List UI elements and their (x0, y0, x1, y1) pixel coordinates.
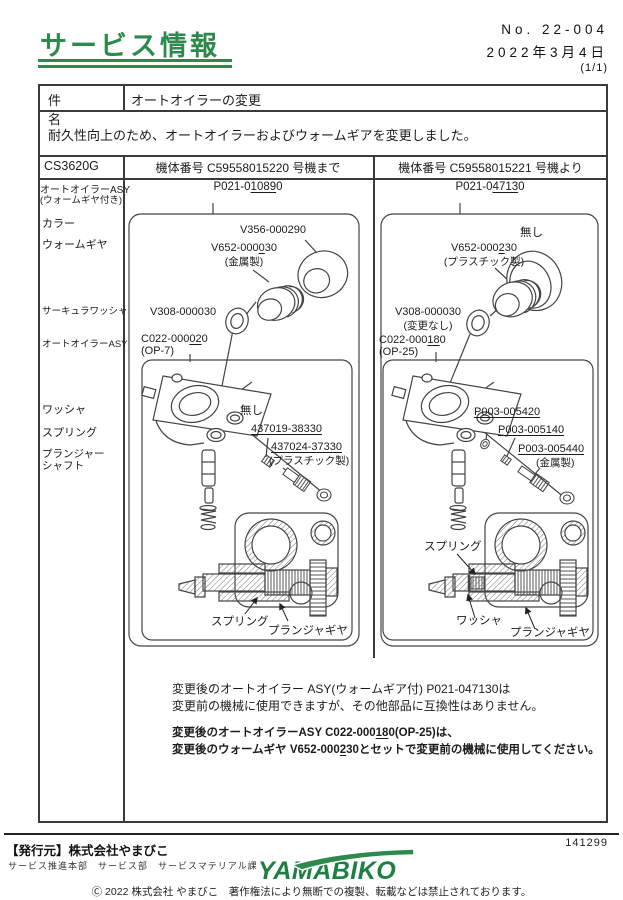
part-washer-none-before: 無し (240, 405, 263, 417)
part-note-plunger-before: (プラスチック製) (269, 455, 350, 467)
row-label-autooiler-asy-worm-sub: (ウォームギヤ付き) (40, 195, 123, 206)
part-no-oiler-after: C022-000180 (379, 334, 446, 346)
part-note-washer-after: (変更なし) (403, 320, 453, 332)
row-label-spring: スプリング (42, 427, 97, 439)
publisher-department: サービス推進本部 サービス部 サービスマテリアル課 (8, 861, 258, 871)
part-no-oiler-before: C022-000020 (141, 333, 208, 345)
table-vline-columns (373, 155, 375, 658)
yamabiko-logo-swoosh (289, 848, 415, 871)
column-header-after: 機体番号 C59558015221 号機より (398, 161, 583, 175)
part-note-oiler-after: (OP-25) (379, 346, 419, 358)
cs-label-spring-after: スプリング (424, 541, 482, 553)
part-no-washer-new-after: P003-005420 (474, 406, 541, 418)
before-panel-diagram (128, 203, 360, 647)
publisher: 【発行元】株式会社やまびこ (6, 844, 169, 858)
doc-number: No. 22-004 (501, 22, 608, 37)
subject-label: 件 名 (48, 93, 101, 127)
oiler-body-drawing (141, 373, 272, 531)
page-title: サービス情報 (40, 31, 220, 61)
note-line-1: 変更後のオートオイラー ASY(ウォームギア付) P021-047130は (172, 682, 511, 696)
note-bold-2: 変更後のウォームギヤ V652-000230とセットで変更前の機械に使用してくだ… (172, 744, 600, 756)
part-no-plunger-before: 437024-37330 (271, 441, 342, 453)
model-name: CS3620G (44, 159, 99, 173)
note-bold-1: 変更後のオートオイラーASY C022-000180(OP-25)は、 (172, 727, 459, 739)
change-description: 耐久性向上のため、オートオイラーおよびウォームギアを変更しました。 (48, 128, 477, 143)
plunger-parts-drawing (480, 438, 575, 505)
doc-date: 2022年3月4日 (486, 45, 608, 60)
row-label-autooiler-asy-worm: オートオイラーASY (40, 185, 131, 196)
column-header-before: 機体番号 C59558015220 号機まで (155, 161, 341, 175)
table-line-model-bottom (38, 178, 608, 180)
cs-label-plunger-gear-before: プランジャギヤ (268, 625, 348, 637)
collar-worm-gear-drawing (256, 250, 349, 321)
row-label-autooiler-asy: オートオイラーASY (42, 339, 128, 350)
worm-gear-plastic-drawing (492, 250, 563, 318)
cs-label-washer-after: ワッシャ (456, 615, 502, 627)
cross-section-arrows (244, 596, 289, 622)
part-collar-none-after: 無し (520, 227, 543, 239)
part-no-washer-after: V308-000030 (394, 306, 462, 318)
part-no-asy-after: P021-047130 (455, 181, 525, 193)
part-no-worm-after: V652-000230 (450, 242, 518, 254)
row-label-plunger-2: シャフト (42, 460, 84, 472)
row-label-collar: カラー (42, 218, 75, 230)
yamabiko-logo: YAMABIKO (258, 848, 415, 885)
table-vline-labels (123, 155, 125, 823)
row-label-circular-washer: サーキュラワッシャ (42, 306, 128, 317)
document-code: 141299 (565, 837, 608, 849)
plunger-parts-drawing (260, 454, 332, 502)
row-label-worm-gear: ウォームギヤ (42, 239, 108, 251)
part-note-worm-before: (金属製) (224, 256, 264, 268)
part-no-spring-before: 437019-38330 (251, 423, 322, 435)
part-note-plunger-after: (金属製) (536, 457, 575, 469)
circlip-washer-drawing (221, 304, 253, 338)
part-no-worm-before: V652-000030 (210, 242, 278, 254)
note-line-2: 変更前の機械に使用できますが、その他部品に互換性はありません。 (172, 699, 544, 713)
part-no-collar-before: V356-000290 (239, 224, 307, 236)
row-label-washer: ワッシャ (42, 404, 86, 416)
part-note-oiler-before: (OP-7) (141, 345, 174, 357)
after-panel-diagram (380, 203, 599, 647)
cs-label-spring-before: スプリング (211, 616, 269, 628)
part-no-asy-before: P021-010890 (213, 181, 283, 193)
cross-section-arrows (456, 553, 536, 630)
part-note-worm-after: (プラスチック製) (443, 256, 525, 268)
part-no-plunger-after: P003-005440 (518, 443, 585, 455)
oiler-body-drawing (391, 373, 522, 531)
table-line-desc-bottom (38, 155, 608, 157)
part-no-spring-after: P003-005140 (498, 424, 565, 436)
copyright-text: Ⓒ 2022 株式会社 やまびこ 著作権法により無断での複製、転載などは禁止され… (91, 886, 532, 898)
footer-divider (4, 833, 619, 835)
table-vline-subject (123, 84, 125, 110)
cross-section-spring-washer (467, 575, 485, 591)
title-underline-bottom (38, 65, 232, 68)
part-no-washer-before: V308-000030 (150, 306, 217, 318)
row-label-plunger-1: プランジャー (42, 448, 105, 460)
title-underline-top (38, 59, 232, 62)
cs-label-plunger-gear-after: プランジャギヤ (510, 627, 590, 639)
subject-value: オートオイラーの変更 (131, 93, 262, 108)
page-indicator: (1/1) (580, 62, 608, 74)
main-table-border (38, 84, 608, 823)
table-line-subject-bottom (38, 110, 608, 112)
